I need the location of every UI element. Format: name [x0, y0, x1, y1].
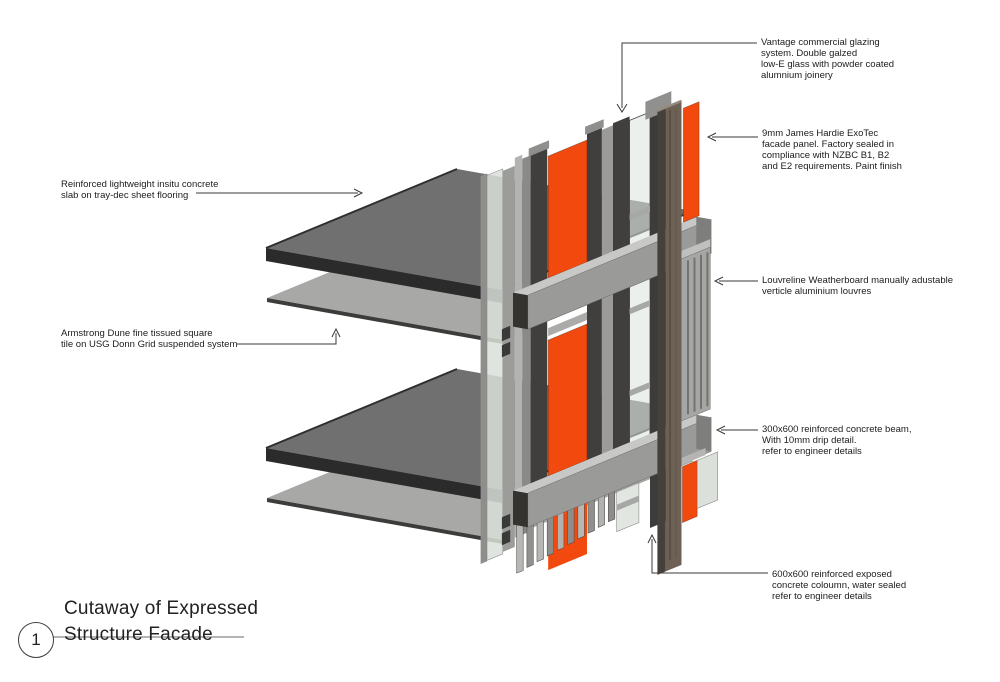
beam-lower-endface [696, 414, 712, 452]
ceiling-lower-edge [267, 498, 503, 544]
bracket-clip-1 [501, 325, 511, 342]
drawing-title-line2: Structure Facade [64, 624, 213, 645]
orange-panel-middle [547, 323, 588, 477]
annotation-louvres: Louvreline Weatherboard manually adustab… [762, 275, 953, 297]
mullion-4-cap [645, 91, 672, 120]
column-top-edge [656, 99, 682, 113]
edge-post-1 [480, 173, 487, 564]
glass-transom-3 [629, 382, 650, 397]
annotation-line: compliance with NZBC B1, B2 [762, 150, 890, 161]
leader-concrete-column [651, 539, 768, 574]
drawing-title-line1: Cutaway of Expressed [64, 598, 259, 619]
annotation-line: refer to engineer details [762, 446, 862, 457]
annotation-line: alumnium joinery [761, 70, 833, 81]
column-front-face [665, 100, 682, 572]
orange-panel-top-right [682, 101, 700, 223]
bracket-clip-2 [501, 341, 511, 358]
annotation-line: tile on USG Donn Grid suspended system [61, 339, 238, 350]
glass-transom-2 [629, 300, 650, 315]
annotation-line: Reinforced lightweight insitu concrete [61, 179, 219, 190]
ceiling-upper-edge [267, 298, 503, 344]
arrow-concrete-column [647, 533, 657, 544]
arrow-louvres [713, 276, 724, 286]
column-left-face [657, 107, 666, 575]
louvre-top-rail [675, 239, 711, 262]
pale-panel-bottom-right [696, 451, 718, 509]
drawing-title: Cutaway of Expressed Structure Facade [64, 596, 258, 648]
annotation-line: 600x600 reinforced exposed [772, 569, 892, 580]
bracket-clip-3 [501, 513, 511, 530]
arrow-facade-panel [706, 132, 717, 142]
glass-transom-1 [629, 206, 650, 221]
annotation-line: facade panel. Factory sealed in [762, 139, 895, 150]
mullion-2-cap [585, 119, 604, 135]
edge-post-4 [522, 155, 531, 535]
annotation-line: refer to engineer details [772, 591, 872, 602]
drip-rail [675, 448, 706, 468]
arrow-ceiling-tile [331, 327, 341, 338]
orange-sill-rail [548, 312, 587, 337]
annotation-line: 9mm James Hardie ExoTec [762, 128, 879, 139]
annotation-line: Armstrong Dune fine tissued square [61, 328, 213, 339]
detail-number: 1 [31, 630, 41, 649]
arrow-floor-slab [353, 188, 364, 198]
glass-pane-bottom [616, 482, 640, 533]
slab-upper-left-edge [265, 168, 458, 249]
arrow-glazing [616, 103, 628, 113]
slab-lower-left-edge [265, 368, 458, 449]
beam-lower-endcap [513, 490, 528, 528]
detail-number-bubble: 1 [18, 622, 54, 658]
beam-upper-endcap [513, 292, 528, 330]
annotation-line: With 10mm drip detail. [762, 435, 857, 446]
mullion-1-cap [528, 140, 550, 157]
slab-upper-front-edge [266, 248, 502, 303]
annotation-concrete-beam: 300x600 reinforced concrete beam,With 10… [762, 424, 911, 457]
edge-post-2 [502, 165, 515, 552]
side-glass-pane [486, 168, 504, 561]
annotation-line: system. Double galzed [761, 48, 858, 59]
annotation-line: low-E glass with powder coated [761, 59, 895, 70]
leader-ceiling-tile [237, 333, 337, 345]
annotation-line: slab on tray-dec sheet flooring [61, 190, 189, 201]
annotation-line: 300x600 reinforced concrete beam, [762, 424, 912, 435]
annotation-line: Vantage commercial glazing [761, 37, 880, 48]
arrow-concrete-beam [715, 425, 726, 435]
annotation-line: and E2 requirements. Paint finish [762, 161, 902, 172]
orange-panel-bottom-right [682, 459, 698, 524]
edge-post-3 [514, 154, 523, 538]
annotation-line: concrete coloumn, water sealed [772, 580, 907, 591]
glass-bottom-rail [616, 495, 639, 511]
slab-lower-front-edge [266, 448, 502, 503]
annotation-line: verticle aluminium louvres [762, 286, 872, 297]
orange-panel-upper [547, 139, 588, 279]
annotation-line: Louvreline Weatherboard manually adustab… [762, 275, 954, 286]
bracket-clip-4 [501, 529, 511, 546]
leader-glazing [621, 42, 757, 108]
